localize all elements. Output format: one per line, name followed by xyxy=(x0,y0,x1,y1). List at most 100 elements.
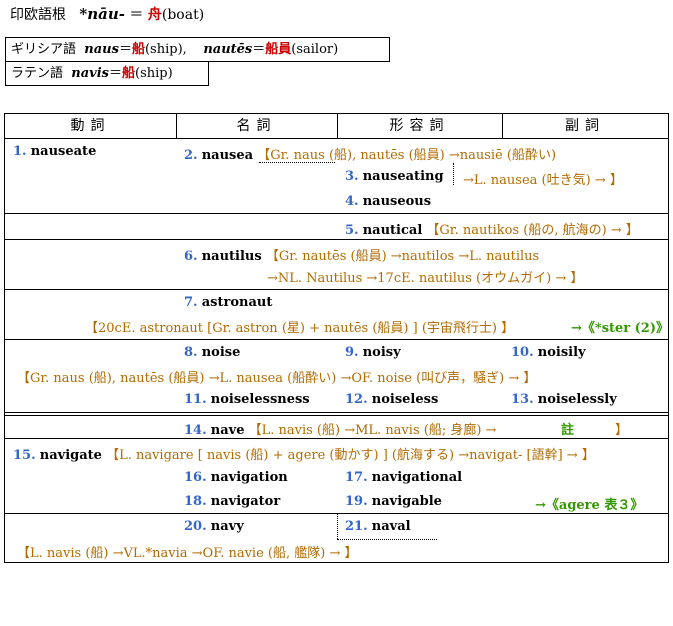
etymology-text: 【Gr. naus (船), nautēs (船員) →nausiē (船酔い) xyxy=(257,148,557,163)
entry-word: nauseating xyxy=(362,169,444,184)
entry-number: 5. xyxy=(345,223,359,238)
etymology-text: 【L. navis (船) →VL.*navia →OF. navie (船, … xyxy=(17,546,358,561)
entry-navigational: 17. navigational xyxy=(345,470,462,485)
row-divider xyxy=(5,412,668,413)
latin-box: ラテン語 navis＝船(ship) xyxy=(5,61,209,86)
entry-word: navigator xyxy=(210,494,281,509)
entry-word: navigate xyxy=(39,448,102,463)
entry-noisily: 10. noisily xyxy=(511,345,586,360)
entry-number: 15. xyxy=(13,448,36,463)
entry-number: 8. xyxy=(184,345,198,360)
entry-noiseless: 12. noiseless xyxy=(345,392,438,407)
note-link[interactable]: 註 xyxy=(561,423,575,438)
entry-navigate: 15. navigate 【L. navigare [ navis (船) + … xyxy=(13,444,595,463)
entry-naval: 21. naval xyxy=(345,519,411,534)
entry-number: 14. xyxy=(184,423,207,438)
greek-word-1: naus xyxy=(84,42,119,57)
entry-navigable: 19. navigable xyxy=(345,494,442,509)
etymology-nautilus-cont: →NL. Nautilus →17cE. nautilus (オウムガイ) → … xyxy=(267,267,583,286)
etymology-nauseating: →L. nausea (吐き気) → 】 xyxy=(463,169,623,188)
greek-eq-1: ＝ xyxy=(118,42,132,57)
greek-gloss-2: (sailor) xyxy=(291,42,339,57)
entry-word: navigable xyxy=(371,494,442,509)
col-divider xyxy=(176,114,177,138)
entry-number: 11. xyxy=(184,392,207,407)
etymology-text: 【Gr. nautikos (船の, 航海の) → 】 xyxy=(426,223,639,238)
entry-number: 3. xyxy=(345,169,359,184)
entry-number: 9. xyxy=(345,345,359,360)
entry-nauseous: 4. nauseous xyxy=(345,194,431,209)
entry-number: 17. xyxy=(345,470,368,485)
note-nave[interactable]: 註 xyxy=(561,419,574,438)
dotted-separator xyxy=(337,513,338,539)
entry-astronaut: 7. astronaut xyxy=(184,295,272,310)
cross-ref-agere[interactable]: →《agere 表３》 xyxy=(535,494,643,513)
root-heading: 印欧語根 *nāu- ＝ 舟(boat) xyxy=(10,4,204,24)
entry-number: 10. xyxy=(511,345,534,360)
entry-word: navy xyxy=(210,519,244,534)
entry-word: nausea xyxy=(201,148,254,163)
entry-number: 7. xyxy=(184,295,198,310)
entry-noise: 8. noise xyxy=(184,345,240,360)
col-divider xyxy=(337,114,338,138)
entry-nave: 14. nave 【L. navis (船) →ML. navis (船; 身廊… xyxy=(184,419,496,438)
cross-ref-link[interactable]: →《agere 表３》 xyxy=(535,498,644,513)
entry-noisy: 9. noisy xyxy=(345,345,401,360)
header-verb: 動詞 xyxy=(70,118,111,134)
entry-word: navigational xyxy=(371,470,463,485)
latin-gloss-1: (ship) xyxy=(135,66,173,81)
dotted-separator xyxy=(337,539,437,540)
row-divider xyxy=(5,415,668,416)
greek-eq-2: ＝ xyxy=(252,42,266,57)
etymology-text: →NL. Nautilus →17cE. nautilus (オウムガイ) → … xyxy=(267,271,584,286)
dotted-separator xyxy=(453,163,454,185)
entry-number: 13. xyxy=(511,392,534,407)
cross-ref-link[interactable]: →《*ster (2)》 xyxy=(571,321,670,336)
etymology-nave-close: 】 xyxy=(615,419,628,438)
cross-ref-ster[interactable]: →《*ster (2)》 xyxy=(571,317,669,336)
greek-word-2: nautēs xyxy=(203,42,253,57)
entry-word: nautilus xyxy=(201,249,262,264)
etymology-text: →L. nausea (吐き気) → 】 xyxy=(463,173,623,188)
entry-number: 12. xyxy=(345,392,368,407)
entry-word: astronaut xyxy=(201,295,273,310)
entry-navigation: 16. navigation xyxy=(184,470,288,485)
entry-word: noiselessness xyxy=(210,392,310,407)
entry-word: nautical xyxy=(362,223,423,238)
entry-number: 6. xyxy=(184,249,198,264)
entry-number: 4. xyxy=(345,194,359,209)
latin-eq-1: ＝ xyxy=(108,66,122,81)
row-divider xyxy=(5,239,668,240)
entry-word: nauseate xyxy=(30,144,97,159)
root-prefix: 印欧語根 xyxy=(10,7,66,23)
root-equals: ＝ xyxy=(129,7,144,23)
latin-kanji-1: 船 xyxy=(121,66,135,81)
etymology-noise: 【Gr. naus (船), nautēs (船員) →L. nausea (船… xyxy=(17,367,536,386)
entry-word: noisily xyxy=(537,345,586,360)
entry-number: 19. xyxy=(345,494,368,509)
etymology-astronaut: 【20cE. astronaut [Gr. astron (星) + nautē… xyxy=(85,317,514,336)
entry-number: 2. xyxy=(184,148,198,163)
entry-word: naval xyxy=(371,519,411,534)
entry-word: navigation xyxy=(210,470,288,485)
entry-word: noisy xyxy=(362,345,401,360)
dotted-separator xyxy=(259,162,335,163)
entry-noiselessly: 13. noiselessly xyxy=(511,392,617,407)
entry-word: nave xyxy=(210,423,245,438)
row-divider xyxy=(5,513,668,514)
root-word: *nāu- xyxy=(79,5,125,23)
entry-word: noiseless xyxy=(371,392,439,407)
greek-label: ギリシア語 xyxy=(11,42,77,57)
entry-noiselessness: 11. noiselessness xyxy=(184,392,310,407)
entry-word: noiselessly xyxy=(537,392,617,407)
entry-number: 20. xyxy=(184,519,207,534)
entry-nausea: 2. nausea 【Gr. naus (船), nautēs (船員) →na… xyxy=(184,144,556,163)
etymology-text: 【L. navis (船) →ML. navis (船; 身廊) → xyxy=(248,423,497,438)
entry-nauseate: 1. nauseate xyxy=(13,144,96,159)
row-divider xyxy=(5,213,668,214)
greek-gloss-1: (ship), xyxy=(144,42,187,57)
entry-navigator: 18. navigator xyxy=(184,494,280,509)
greek-kanji-1: 船 xyxy=(131,42,145,57)
header-noun: 名詞 xyxy=(236,118,277,134)
entry-word: noise xyxy=(201,345,241,360)
